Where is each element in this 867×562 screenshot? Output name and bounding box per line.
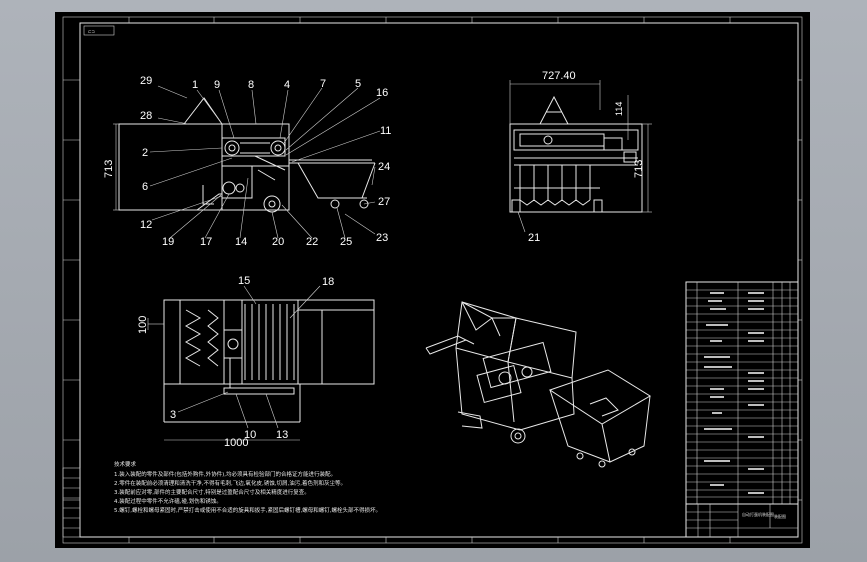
svg-text:22: 22: [306, 236, 318, 248]
zone-markers: [63, 17, 802, 543]
svg-text:18: 18: [322, 276, 334, 288]
svg-text:21: 21: [528, 232, 540, 244]
drawing-number-text: ⊏⊐: [88, 29, 95, 34]
side-view-dims: [509, 80, 652, 233]
side-view-labels: 727.40 713 114 21: [528, 70, 645, 244]
top-view: [163, 299, 375, 423]
svg-text:727.40: 727.40: [542, 70, 576, 82]
svg-text:6: 6: [142, 181, 148, 193]
title-block: 自动打蛋机装配图 装配图: [685, 503, 799, 538]
inner-border: [79, 22, 799, 538]
front-view-leaders: [113, 85, 381, 239]
svg-text:114: 114: [614, 102, 624, 116]
svg-text:装配图: 装配图: [774, 513, 786, 519]
svg-text:8: 8: [248, 79, 254, 91]
svg-text:29: 29: [140, 75, 152, 87]
svg-text:5: 5: [355, 78, 361, 90]
svg-text:24: 24: [378, 161, 390, 173]
svg-text:2.零件在装配前必须清理和清洗干净,不得有毛刺,飞边,氧化皮: 2.零件在装配前必须清理和清洗干净,不得有毛刺,飞边,氧化皮,锈蚀,切屑,油污,…: [114, 479, 346, 487]
svg-text:16: 16: [376, 87, 388, 99]
svg-text:12: 12: [140, 219, 152, 231]
svg-text:1.装入装配的零件及部件(包括外购件,外协件),均必须具有检: 1.装入装配的零件及部件(包括外购件,外协件),均必须具有检验部门的合格证方能进…: [114, 470, 336, 478]
svg-text:17: 17: [200, 236, 212, 248]
revision-block: [62, 467, 81, 538]
svg-text:9: 9: [214, 79, 220, 91]
svg-text:713: 713: [103, 160, 115, 178]
svg-text:13: 13: [276, 429, 288, 441]
svg-text:10: 10: [244, 429, 256, 441]
top-view-labels: 15 18 100 3 10 13 1000: [137, 275, 334, 449]
svg-text:100: 100: [137, 316, 149, 334]
svg-text:15: 15: [238, 275, 250, 287]
svg-text:713: 713: [633, 160, 645, 178]
svg-text:技术要求: 技术要求: [114, 460, 137, 468]
svg-text:4: 4: [284, 79, 290, 91]
svg-text:14: 14: [235, 236, 247, 248]
isometric-view: [425, 301, 651, 468]
svg-text:27: 27: [378, 196, 390, 208]
svg-text:4.装配过程中零件不允许磕,碰,划伤和锈蚀。: 4.装配过程中零件不允许磕,碰,划伤和锈蚀。: [114, 497, 222, 505]
outer-border: [62, 16, 803, 544]
drawing-sheet: [55, 12, 810, 548]
svg-text:3.装配前应对零,部件的主要配合尺寸,特别是过盈配合尺寸及相: 3.装配前应对零,部件的主要配合尺寸,特别是过盈配合尺寸及相关精度进行复查。: [114, 488, 310, 496]
svg-text:23: 23: [376, 232, 388, 244]
svg-text:1: 1: [192, 79, 198, 91]
svg-text:20: 20: [272, 236, 284, 248]
svg-text:3: 3: [170, 409, 176, 421]
front-view-labels: 29 1 9 8 4 7 5 16 28 2 11 6 24 12 27 19 …: [103, 75, 391, 248]
drawing-number-box: [83, 25, 115, 36]
svg-text:自动打蛋机装配图: 自动打蛋机装配图: [742, 511, 774, 517]
front-view: [118, 97, 376, 213]
svg-text:7: 7: [320, 78, 326, 90]
top-view-leaders: [147, 285, 321, 441]
parts-list: [685, 281, 799, 505]
side-view: [509, 95, 643, 213]
svg-text:11: 11: [380, 125, 391, 137]
svg-text:25: 25: [340, 236, 352, 248]
technical-notes: 技术要求 1.装入装配的零件及部件(包括外购件,外协件),均必须具有检验部门的合…: [114, 460, 381, 514]
svg-text:2: 2: [142, 147, 148, 159]
svg-text:1000: 1000: [224, 437, 248, 449]
svg-text:28: 28: [140, 110, 152, 122]
svg-text:19: 19: [162, 236, 174, 248]
svg-text:5.螺钉,螺栓和螺母紧固时,严禁打击或使用不合适的旋具和扳手: 5.螺钉,螺栓和螺母紧固时,严禁打击或使用不合适的旋具和扳手,紧固后螺钉槽,螺母…: [114, 506, 381, 514]
